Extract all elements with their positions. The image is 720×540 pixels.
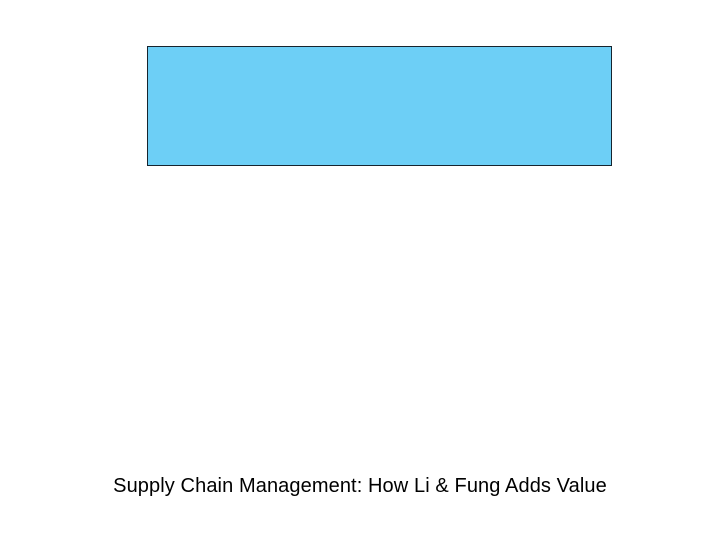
content-banner[interactable] bbox=[147, 46, 612, 166]
content-banner-text bbox=[148, 47, 611, 165]
slide-caption: Supply Chain Management: How Li & Fung A… bbox=[113, 475, 607, 497]
